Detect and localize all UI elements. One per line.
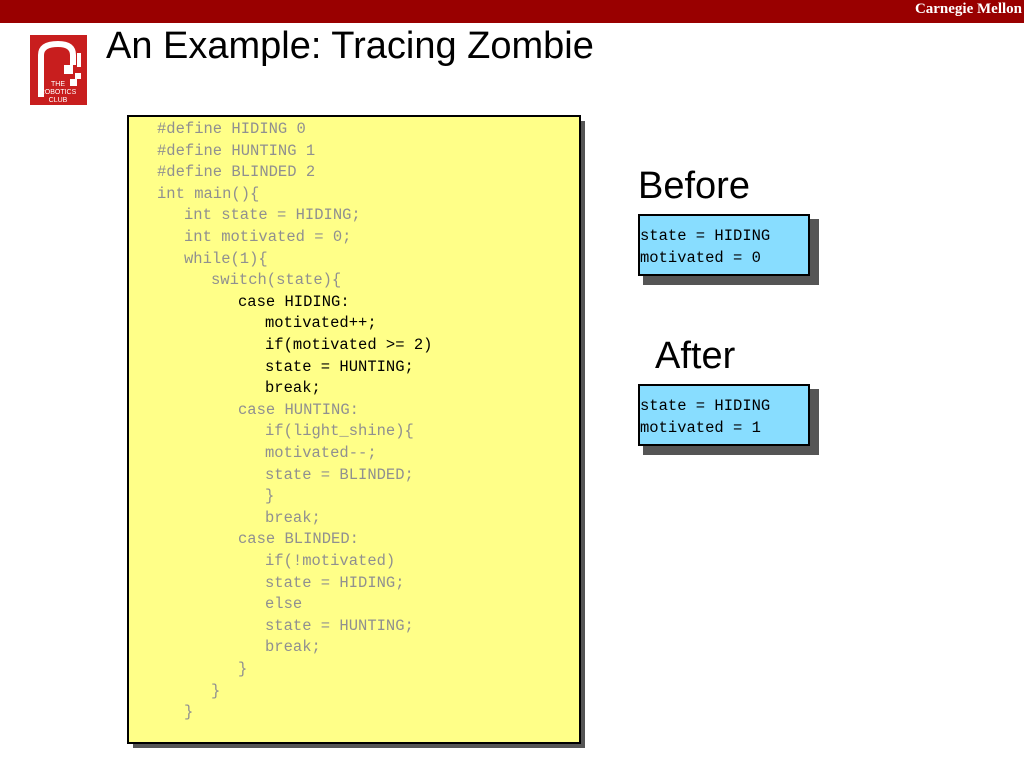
code-line: motivated++; (265, 314, 377, 333)
brand-label: Carnegie Mellon (914, 1, 1022, 17)
code-line: if(!motivated) (265, 552, 396, 570)
code-line: motivated--; (265, 444, 377, 462)
robotics-club-logo-icon: THE ROBOTICS CLUB (30, 35, 87, 105)
header-bar: Carnegie Mellon (0, 0, 1024, 23)
before-state-box: state = HIDING motivated = 0 (638, 214, 810, 276)
state-line: state = HIDING (640, 227, 771, 245)
code-line: case HUNTING: (238, 400, 359, 419)
code-line: if(motivated >= 2) (265, 336, 433, 354)
svg-text:ROBOTICS: ROBOTICS (40, 89, 77, 96)
code-listing: #define HIDING 0 #define HUNTING 1 #define… (127, 115, 581, 744)
code-line: state = HIDING; (265, 573, 405, 592)
code-line: #define HUNTING 1 (157, 141, 316, 160)
code-line: state = BLINDED; (265, 465, 414, 484)
code-line: switch(state){ (211, 271, 342, 290)
code-line: break; (265, 508, 321, 527)
code-line: state = HUNTING; (265, 357, 414, 376)
code-line: int main(){ (157, 184, 260, 203)
code-line: #define HIDING 0 (157, 120, 306, 138)
state-line: motivated = 0 (640, 249, 761, 267)
svg-text:THE: THE (51, 81, 65, 88)
code-line: break; (265, 638, 321, 657)
code-line: state = HUNTING; (265, 616, 414, 635)
code-line: } (265, 487, 275, 506)
code-line: } (211, 681, 221, 700)
code-line: else (265, 595, 303, 614)
slide-title: An Example: Tracing Zombie (106, 25, 594, 67)
before-label: Before (638, 165, 750, 207)
code-line: } (238, 660, 248, 678)
code-line: case BLINDED: (238, 530, 359, 549)
code-line: int motivated = 0; (184, 228, 352, 246)
state-line: motivated = 1 (640, 419, 761, 437)
code-line: break; (265, 379, 321, 398)
code-line: #define BLINDED 2 (157, 163, 316, 182)
code-line: while(1){ (184, 249, 268, 268)
code-line: if(light_shine){ (265, 422, 414, 441)
after-state-box: state = HIDING motivated = 1 (638, 384, 810, 446)
code-line: } (184, 703, 194, 722)
svg-text:CLUB: CLUB (49, 97, 68, 104)
code-line: int state = HIDING; (184, 206, 361, 225)
after-label: After (655, 335, 736, 377)
code-line: case HIDING: (238, 292, 350, 311)
state-line: state = HIDING (640, 397, 771, 415)
